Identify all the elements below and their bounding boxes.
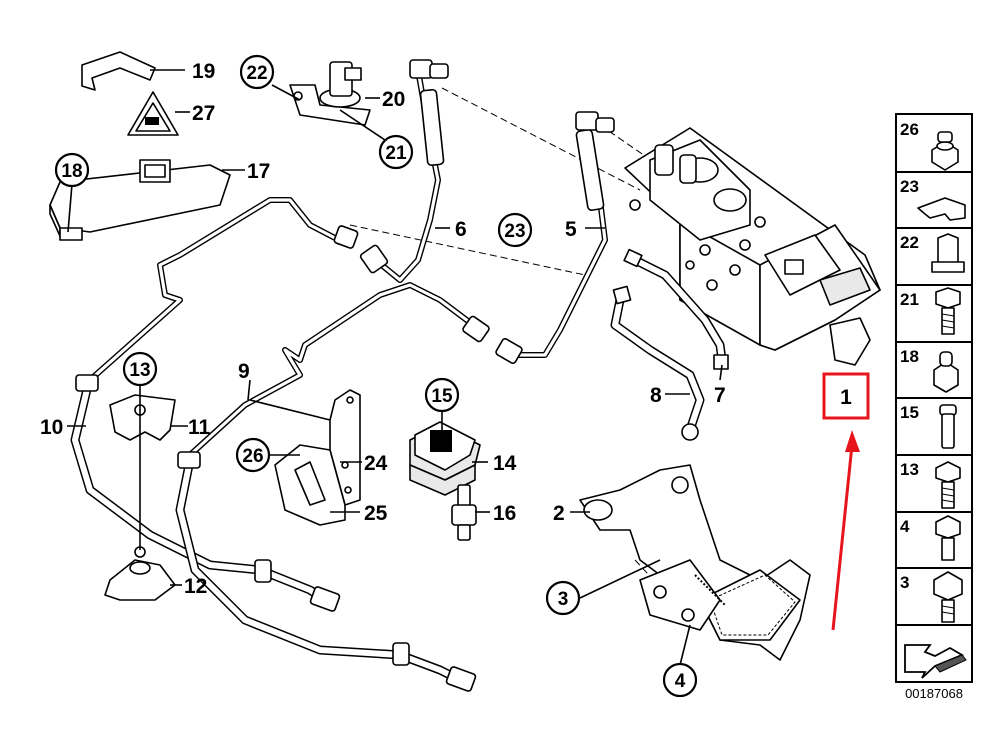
highlight-box [822, 372, 870, 420]
callout-15: 15 [431, 386, 453, 407]
legend-label-3: 3 [900, 573, 909, 592]
pressure-sensor-20 [289, 61, 371, 126]
callout-10: 10 [40, 416, 63, 439]
clip-19 [81, 51, 156, 91]
hardware-legend: 26 23 22 21 18 15 13 4 3 [895, 113, 973, 701]
legend-direction-arrow-icon [904, 644, 967, 679]
callout-27: 27 [192, 102, 215, 125]
callout-6: 6 [455, 218, 467, 241]
legend-label-23: 23 [900, 177, 919, 196]
legend-bolt-icon [935, 287, 961, 335]
callout-21-circle [378, 134, 414, 170]
callout-14: 14 [493, 452, 517, 475]
legend-screw-icon [935, 461, 961, 509]
legend-nut-icon [931, 131, 959, 171]
callout-3: 3 [558, 589, 569, 610]
legend-spacer-icon [931, 233, 965, 273]
highlight-arrowhead [845, 430, 860, 452]
legend-clip-icon [917, 197, 966, 221]
callout-18: 18 [61, 161, 82, 182]
callout-16: 16 [493, 502, 516, 525]
callout-26-circle [235, 437, 271, 473]
callout-15-circle [424, 377, 460, 413]
stud-16 [451, 484, 477, 541]
callout-8: 8 [650, 384, 662, 407]
callout-20: 20 [382, 88, 405, 111]
callout-2: 2 [553, 502, 565, 525]
callout-13: 13 [129, 360, 150, 381]
callout-labels: 19 27 17 20 6 5 7 8 10 11 9 24 25 14 16 … [40, 60, 726, 598]
callout-18-circle [54, 152, 90, 188]
callout-24: 24 [364, 452, 388, 475]
callout-19: 19 [192, 60, 215, 83]
callout-25: 25 [364, 502, 388, 525]
callout-23-circle [497, 212, 533, 248]
legend-pin-icon [939, 404, 957, 449]
legend-hex-bolt-icon [933, 571, 963, 623]
legend-label-26: 26 [900, 120, 919, 139]
pipe-holder-11 [109, 394, 176, 441]
callout-1: 1 [840, 386, 852, 409]
callout-4-circle [662, 662, 698, 698]
legend-label-18: 18 [900, 347, 919, 366]
callout-3-circle [545, 580, 581, 616]
small-hoses [610, 248, 729, 441]
legend-label-21: 21 [900, 290, 919, 309]
legend-label-15: 15 [900, 403, 919, 422]
callout-13-circle [122, 351, 158, 387]
leader-lines [67, 69, 723, 666]
callout-22: 22 [246, 63, 267, 84]
highlight-arrow [831, 444, 854, 631]
callout-17: 17 [247, 160, 270, 183]
clip-12 [104, 546, 176, 601]
legend-cap-nut-icon [933, 351, 959, 393]
diagram-code: 00187068 [905, 686, 963, 701]
callout-11: 11 [188, 416, 211, 439]
legend-label-13: 13 [900, 460, 919, 479]
callout-4: 4 [675, 671, 686, 692]
callout-9: 9 [238, 360, 250, 383]
circled-callouts: 18 22 21 23 13 26 15 3 4 [54, 54, 698, 698]
legend-label-22: 22 [900, 233, 919, 252]
brake-lines [70, 59, 615, 692]
callout-7: 7 [714, 384, 726, 407]
callout-22-circle [239, 54, 275, 90]
hydraulic-unit-drawing [624, 127, 881, 366]
callout-12: 12 [184, 575, 207, 598]
legend-label-4: 4 [900, 517, 910, 536]
mounting-bracket-2 [579, 464, 811, 661]
rubber-mount-14 [409, 421, 481, 496]
callout-21: 21 [385, 143, 407, 164]
highlight-annotation: 1 [822, 372, 870, 631]
warning-label-27 [127, 91, 179, 136]
callout-5: 5 [565, 218, 577, 241]
bracket-24 [274, 389, 361, 526]
legend-flange-bolt-icon [935, 515, 961, 561]
callout-26: 26 [242, 446, 263, 467]
callout-23: 23 [504, 221, 525, 242]
